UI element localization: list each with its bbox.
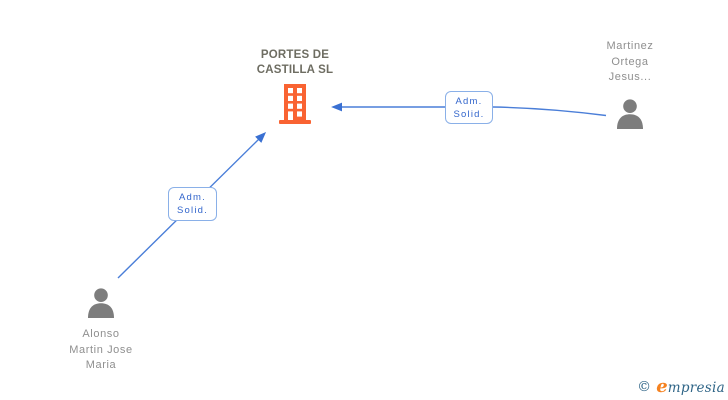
relation-label-line: Adm.: [179, 192, 206, 203]
person-node-martinez[interactable]: Martinez Ortega Jesus...: [578, 39, 682, 134]
person-name-line: Alonso: [82, 328, 120, 340]
relation-label-line: Adm.: [455, 96, 483, 107]
edge-martinez-to-company: [331, 102, 607, 117]
company-name-line: PORTES DE: [260, 49, 330, 61]
company-node[interactable]: PORTES DE CASTILLA SL: [215, 48, 375, 129]
person-name: Martinez Ortega Jesus...: [578, 39, 682, 86]
person-icon: [88, 288, 114, 318]
logo-brand-initial: e: [656, 376, 668, 397]
logo-brand-text: mpresia: [667, 380, 725, 396]
person-name-line: Ortega: [611, 55, 649, 68]
person-icon: [617, 98, 643, 129]
person-name-line: Jesus...: [608, 71, 652, 83]
relation-label-adm-solid-left[interactable]: Adm. Solid.: [168, 187, 217, 221]
person-node-alonso[interactable]: Alonso Martin Jose Maria: [47, 286, 155, 374]
relation-label-line: Solid.: [453, 109, 485, 120]
relation-label-line: Solid.: [177, 205, 208, 216]
relation-label-adm-solid-right[interactable]: Adm. Solid.: [445, 91, 493, 124]
company-name-line: CASTILLA SL: [256, 64, 334, 76]
person-name-line: Martin Jose: [69, 343, 133, 356]
copyright-icon: ©: [637, 379, 652, 395]
company-name: PORTES DE CASTILLA SL: [215, 48, 375, 78]
empresia-logo: © empresia: [637, 376, 725, 397]
person-name: Alonso Martin Jose Maria: [47, 327, 155, 374]
person-name-line: Maria: [85, 359, 117, 371]
person-name-line: Martinez: [606, 40, 654, 52]
building-icon: [279, 84, 311, 124]
